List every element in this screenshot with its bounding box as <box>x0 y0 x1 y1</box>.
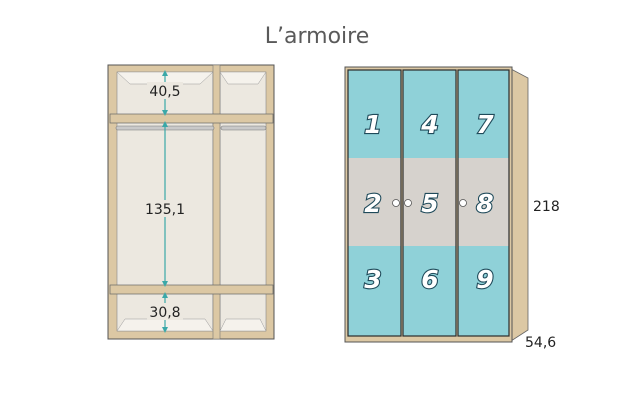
panel-number: 1 <box>364 110 381 139</box>
door-left[interactable] <box>347 69 402 337</box>
panel-number: 4 <box>420 110 438 139</box>
dimension-depth-label: 54,6 <box>525 335 556 351</box>
panel-number: 5 <box>421 189 438 218</box>
panel-number: 6 <box>421 265 438 294</box>
door-knob <box>459 199 467 207</box>
dimension-top-shelf-label: 40,5 <box>149 84 180 100</box>
diagram-title: L’armoire <box>264 24 370 49</box>
dimension-hanging-label: 135,1 <box>145 202 185 218</box>
panel-number: 7 <box>476 110 494 139</box>
door-right[interactable] <box>457 69 510 337</box>
dimension-height-label: 218 <box>533 199 560 215</box>
side-panel <box>510 68 529 342</box>
wardrobe-exterior-view: 1 2 3 4 5 6 7 8 9 218 54,6 <box>344 66 560 351</box>
door-middle[interactable] <box>402 69 457 337</box>
panel-number: 9 <box>476 265 493 294</box>
dimension-bottom-shelf-label: 30,8 <box>149 305 180 321</box>
panel-number: 2 <box>364 189 381 218</box>
wardrobe-interior-view: 40,5 135,1 30,8 <box>107 64 275 340</box>
upper-shelf <box>109 113 274 124</box>
panel-number: 3 <box>364 265 381 294</box>
hanging-rail-right <box>220 125 267 131</box>
door-knob <box>392 199 400 207</box>
panel-number: 8 <box>476 189 493 218</box>
lower-shelf <box>109 284 274 295</box>
door-knob <box>404 199 412 207</box>
center-divider <box>212 64 221 340</box>
